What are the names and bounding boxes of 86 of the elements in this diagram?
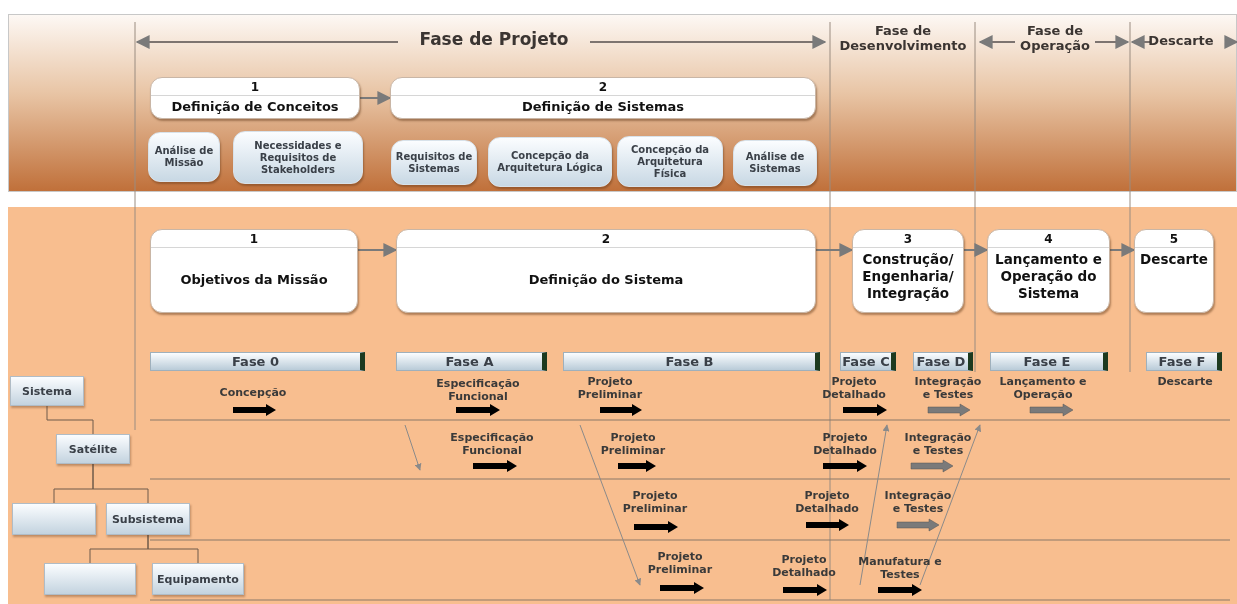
- phase-bar: [840, 352, 896, 371]
- activity-label: Integração e Testes: [903, 431, 973, 458]
- phase-heading: Fase de Operação: [1019, 24, 1091, 54]
- arrow: [1109, 243, 1136, 257]
- activity-label: Projeto Preliminar: [599, 431, 667, 458]
- activity-box: [617, 136, 723, 187]
- arrow: [815, 243, 854, 257]
- activity-label: Especificação Funcional: [449, 431, 535, 458]
- phase-bar: [913, 352, 973, 371]
- hierarchy-box: [152, 563, 244, 595]
- stage-box: [852, 229, 964, 313]
- stage-box: [987, 229, 1110, 313]
- process-box: [150, 77, 360, 119]
- activity-label: Projeto Preliminar: [621, 489, 689, 516]
- hierarchy-box: [56, 434, 130, 464]
- phase-label: Fase F: [1158, 354, 1206, 369]
- phase-heading: Fase de Desenvolvimento: [838, 24, 968, 54]
- phase-heading: Descarte: [1147, 34, 1215, 49]
- activity-label: Projeto Preliminar: [576, 375, 644, 402]
- activity-label: Projeto Detalhado: [771, 553, 837, 580]
- connector-line: [147, 534, 199, 564]
- activity-label: Manufatura e Testes: [857, 555, 943, 582]
- box-label: Concepção da Arquitetura Lógica: [496, 150, 604, 174]
- stage-title: Descarte: [1139, 250, 1209, 269]
- stage-number: 1: [151, 78, 359, 96]
- activity-label: Lançamento e Operação: [998, 375, 1088, 402]
- activity-label: Especificação Funcional: [435, 377, 521, 404]
- stage-number: 2: [391, 78, 815, 96]
- arrow: [359, 91, 392, 105]
- phase-bar: [563, 352, 820, 371]
- activity-label: Descarte: [1156, 375, 1214, 389]
- hierarchy-box: [106, 503, 190, 535]
- stage-number: 1: [151, 230, 357, 248]
- phase-label: Fase 0: [232, 354, 279, 369]
- activity-box: [488, 137, 612, 187]
- stage-title: Objetivos da Missão: [179, 270, 329, 289]
- activity-label: Projeto Detalhado: [821, 375, 887, 402]
- stage-title: Lançamento e Operação do Sistema: [994, 250, 1103, 303]
- stage-box: [1134, 229, 1214, 313]
- arrow: [357, 243, 398, 257]
- box-label: Satélite: [68, 442, 118, 456]
- stage-box: [396, 229, 816, 313]
- arrow: [963, 243, 989, 257]
- box-label: Requisitos de Sistemas: [395, 150, 473, 175]
- phase-label: Fase D: [916, 354, 966, 369]
- activity-box: [148, 132, 220, 182]
- connector-line: [46, 405, 94, 435]
- phase-bar: [396, 352, 547, 371]
- activity-label: Integração e Testes: [913, 375, 983, 402]
- stage-title: Definição de Conceitos: [170, 97, 340, 116]
- phase-bar: [990, 352, 1108, 371]
- stage-title: Definição do Sistema: [527, 270, 685, 289]
- box-label: Análise de Sistemas: [744, 151, 806, 175]
- stage-title: Construção/ Engenharia/ Integração: [861, 250, 955, 303]
- phase-heading: Fase de Projeto: [418, 30, 570, 50]
- box-label: Sistema: [22, 384, 72, 398]
- process-box: [390, 77, 816, 119]
- phase-label: Fase E: [1023, 354, 1071, 369]
- activity-box: [733, 140, 817, 186]
- phase-label: Fase B: [665, 354, 714, 369]
- stage-title: Definição de Sistemas: [520, 97, 686, 116]
- activity-label: Integração e Testes: [883, 489, 953, 516]
- stage-box: [150, 229, 358, 313]
- box-label: Análise de Missão: [153, 145, 215, 169]
- hierarchy-box: [10, 376, 84, 406]
- hierarchy-box: [12, 503, 96, 535]
- phase-bar: [150, 352, 365, 371]
- stage-number: 4: [988, 230, 1109, 248]
- activity-label: Concepção: [218, 386, 288, 400]
- hierarchy-box: [44, 563, 136, 595]
- stage-number: 5: [1135, 230, 1213, 248]
- phase-bar: [1146, 352, 1222, 371]
- activity-label: Projeto Detalhado: [812, 431, 878, 458]
- stage-number: 2: [397, 230, 815, 248]
- stage-number: 3: [853, 230, 963, 248]
- activity-box: [391, 140, 477, 185]
- activity-label: Projeto Preliminar: [646, 550, 714, 577]
- box-label: Equipamento: [157, 572, 239, 586]
- phase-label: Fase C: [842, 354, 890, 369]
- phase-label: Fase A: [445, 354, 494, 369]
- box-label: Necessidades e Requisitos de Stakeholders: [253, 139, 343, 176]
- activity-label: Projeto Detalhado: [794, 489, 860, 516]
- box-label: Subsistema: [111, 512, 185, 526]
- box-label: Concepção da Arquitetura Física: [629, 143, 711, 180]
- connector-line: [92, 463, 149, 504]
- activity-box: [233, 131, 363, 184]
